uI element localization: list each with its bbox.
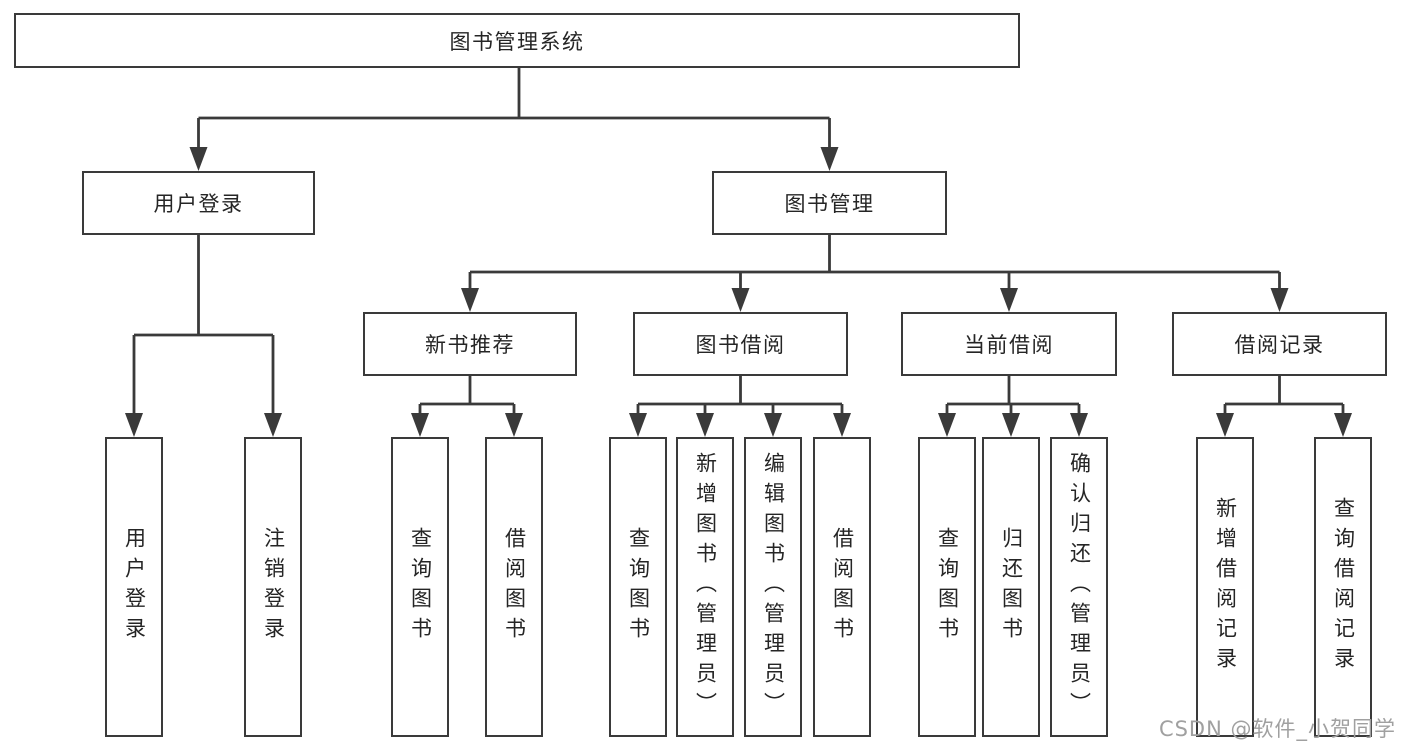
node-label: 确认归还（管理员） — [1067, 452, 1092, 722]
node-label: 当前借阅 — [964, 333, 1054, 357]
node-label: 编辑图书（管理员） — [761, 452, 786, 722]
connector-new-book-recommend-to-leaves — [411, 376, 523, 437]
leaf-borrow-edit-book-admin: 编辑图书（管理员） — [744, 437, 802, 737]
node-label: 查询借阅记录 — [1331, 497, 1356, 677]
node-label: 新书推荐 — [425, 333, 515, 357]
node-label: 新增图书（管理员） — [693, 452, 718, 722]
node-label: 查询图书 — [626, 527, 651, 647]
leaf-recommend-query-book: 查询图书 — [391, 437, 449, 737]
node-book-borrow: 图书借阅 — [633, 312, 848, 376]
leaf-records-add-record: 新增借阅记录 — [1196, 437, 1254, 737]
leaf-current-return-book: 归还图书 — [982, 437, 1040, 737]
connector-current-borrow-to-leaves — [938, 376, 1088, 437]
connector-book-management-to-level2 — [461, 235, 1289, 312]
node-label: 借阅记录 — [1234, 333, 1325, 357]
connector-root-to-level1 — [189, 68, 839, 171]
node-label: 图书借阅 — [695, 333, 786, 357]
node-label: 归还图书 — [999, 527, 1024, 647]
leaf-logout: 注销登录 — [244, 437, 302, 737]
leaf-user-login: 用户登录 — [105, 437, 163, 737]
node-label: 用户登录 — [122, 527, 147, 647]
connector-book-borrow-to-leaves — [629, 376, 851, 437]
leaf-current-query-book: 查询图书 — [918, 437, 976, 737]
node-library-management-system: 图书管理系统 — [14, 13, 1020, 68]
node-borrow-records: 借阅记录 — [1172, 312, 1387, 376]
node-label: 借阅图书 — [502, 527, 527, 647]
node-user-login: 用户登录 — [82, 171, 315, 235]
node-label: 查询图书 — [935, 527, 960, 647]
leaf-records-query-record: 查询借阅记录 — [1314, 437, 1372, 737]
leaf-current-confirm-return-admin: 确认归还（管理员） — [1050, 437, 1108, 737]
leaf-recommend-borrow-book: 借阅图书 — [485, 437, 543, 737]
leaf-borrow-add-book-admin: 新增图书（管理员） — [676, 437, 734, 737]
node-label: 用户登录 — [153, 192, 244, 216]
node-label: 图书管理 — [784, 192, 875, 216]
node-label: 注销登录 — [261, 527, 286, 647]
leaf-borrow-borrow-book: 借阅图书 — [813, 437, 871, 737]
node-new-book-recommend: 新书推荐 — [363, 312, 577, 376]
node-label: 借阅图书 — [830, 527, 855, 647]
csdn-watermark: CSDN @软件_小贺同学 — [1158, 717, 1396, 741]
node-book-management: 图书管理 — [712, 171, 947, 235]
connector-user-login-to-leaves — [125, 235, 282, 437]
node-label: 查询图书 — [408, 527, 433, 647]
node-label: 图书管理系统 — [449, 29, 585, 54]
node-label: 新增借阅记录 — [1213, 497, 1238, 677]
leaf-borrow-query-book: 查询图书 — [609, 437, 667, 737]
node-current-borrow: 当前借阅 — [901, 312, 1117, 376]
connector-borrow-records-to-leaves — [1216, 376, 1352, 437]
